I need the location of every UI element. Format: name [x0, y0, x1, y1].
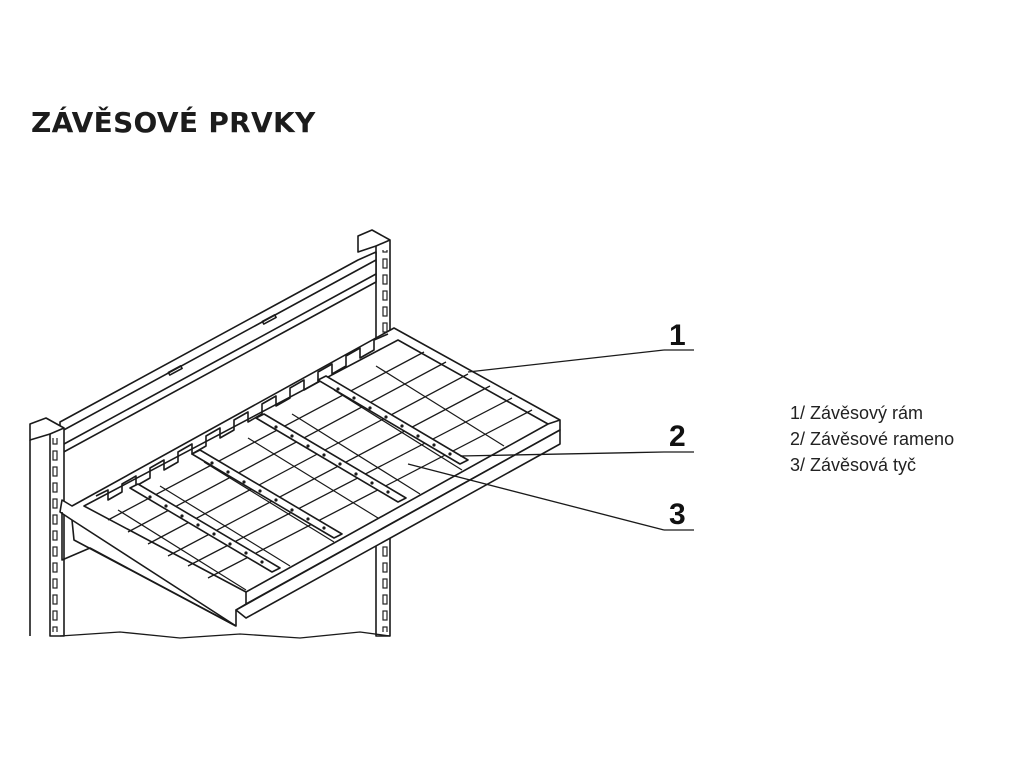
page-title: ZÁVĚSOVÉ PRVKY — [31, 106, 316, 139]
left-upright — [29, 417, 65, 637]
legend-item-arm: 2/ Závěsové rameno — [790, 429, 955, 449]
callout-1: 1 — [669, 319, 686, 352]
legend: 1/ Závěsový rám 2/ Závěsové rameno 3/ Zá… — [790, 400, 954, 478]
arm-holes — [148, 387, 452, 564]
leader-lines — [407, 349, 694, 531]
callout-3: 3 — [669, 498, 686, 531]
callout-2: 2 — [669, 420, 686, 453]
break-line — [59, 631, 391, 639]
shelf-tray — [59, 327, 561, 627]
legend-item-frame: 1/ Závěsový rám — [790, 403, 924, 423]
hanging-rods — [107, 351, 533, 579]
wire-bars — [117, 365, 505, 591]
legend-item-rod: 3/ Závěsová tyč — [790, 455, 917, 475]
shelf-illustration — [29, 229, 561, 639]
hanging-frame — [59, 251, 377, 455]
